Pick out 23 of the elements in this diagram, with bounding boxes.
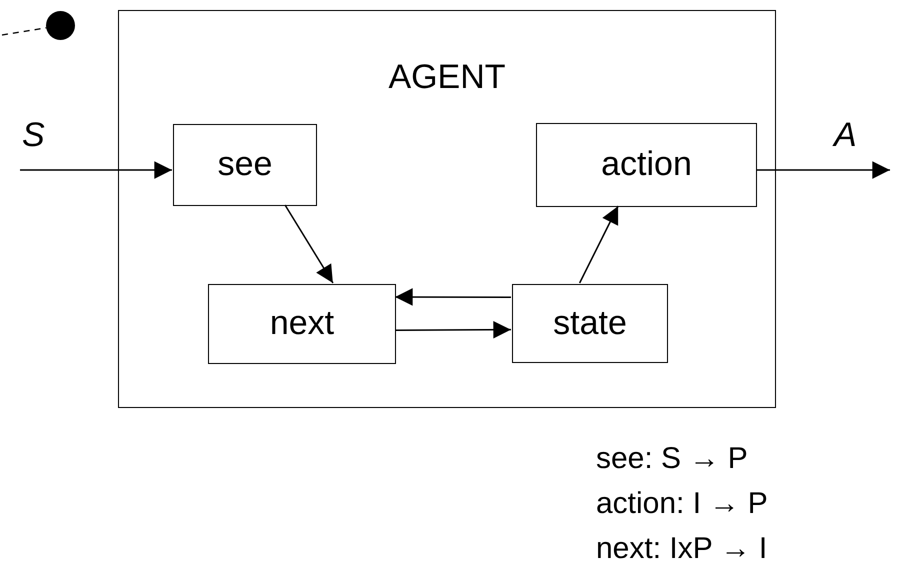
edge-label: S	[22, 118, 45, 152]
node-label: see	[218, 146, 272, 184]
arrow	[395, 320, 511, 339]
dot	[46, 11, 75, 40]
edge-label: A	[834, 118, 857, 152]
arrow	[284, 204, 334, 284]
node-label: AGENT	[388, 59, 506, 96]
process-box	[173, 124, 317, 206]
container-box	[118, 10, 776, 408]
dashed-line	[2, 27, 46, 36]
arrow	[395, 288, 511, 306]
arrow	[20, 161, 172, 179]
arrow	[578, 206, 619, 284]
node-label: next	[270, 305, 334, 343]
process-box	[536, 123, 757, 207]
process-box	[512, 284, 668, 363]
node-label: action	[601, 146, 692, 184]
node-label: state	[553, 304, 627, 342]
function-signature: see: S → P	[596, 441, 749, 477]
function-signature: action: I → P	[596, 486, 768, 522]
function-signature: next: IxP → I	[596, 531, 768, 567]
process-box	[208, 284, 396, 364]
arrow	[756, 161, 890, 179]
